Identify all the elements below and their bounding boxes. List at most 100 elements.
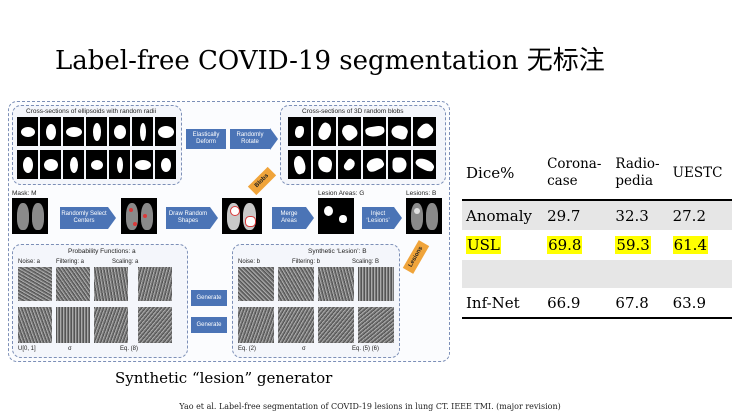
mask-lung-image <box>12 198 48 234</box>
row-name: Anomaly <box>466 206 532 225</box>
table-row: USL 69.8 59.3 61.4 <box>462 230 732 260</box>
header-cell: UESTC <box>672 164 723 181</box>
noise-thumbnail <box>56 267 90 301</box>
synthetic-label: Synthetic ‘Lesion’: B <box>308 248 367 255</box>
noise-b-label: Noise: b <box>238 259 261 265</box>
header-cell: Corona- case <box>547 156 602 189</box>
table-cell: 66.9 <box>547 293 581 312</box>
ellipse-thumbnail <box>63 117 84 146</box>
table-cell: 27.2 <box>672 206 706 225</box>
noise-thumbnail <box>138 307 172 343</box>
noise-thumbnail <box>318 267 354 301</box>
ellipse-thumbnail <box>40 117 61 146</box>
sigma-b-label: σ <box>302 346 306 352</box>
arrow-head-icon <box>306 207 314 229</box>
table-cell <box>611 260 668 288</box>
header-cell: Dice% <box>466 163 515 182</box>
noise-thumbnail <box>358 267 394 301</box>
sigma-a-label: σ <box>68 346 72 352</box>
ellipse-thumbnail <box>40 150 61 179</box>
blob-thumbnail <box>313 117 336 146</box>
table-cell: 61.4 <box>672 236 708 254</box>
blob-thumbnail <box>288 117 311 146</box>
header-cell: Radio- pedia <box>615 156 660 189</box>
table-cell: 29.7 <box>547 206 581 225</box>
table-cell: 63.9 <box>672 293 706 312</box>
table-cell: 32.3 <box>615 206 649 225</box>
row-name: Inf-Net <box>466 293 520 312</box>
draw-shapes-box: Draw Random Shapes <box>166 207 210 229</box>
noise-thumbnail <box>358 307 394 343</box>
select-centers-box: Randomly Select Centers <box>60 207 108 229</box>
noise-thumbnail <box>138 267 172 301</box>
dice-results-table: Dice% Corona- case Radio- pedia UESTC An… <box>462 147 732 319</box>
ellipse-thumbnail <box>132 117 153 146</box>
figure-caption: Synthetic “lesion” generator <box>115 369 333 387</box>
centers-lung-image <box>121 198 157 234</box>
filter-b-label: Filtering: b <box>292 259 321 265</box>
arrow-head-icon <box>108 207 116 229</box>
noise-thumbnail <box>318 307 354 343</box>
table-header-row: Dice% Corona- case Radio- pedia UESTC <box>462 147 732 200</box>
table-row: Anomaly 29.7 32.3 27.2 <box>462 200 732 230</box>
blob-thumbnail <box>338 150 361 179</box>
eq2-label: Eq. (2) <box>238 346 257 352</box>
noise-a-label: Noise: a <box>18 259 41 265</box>
arrow-head-icon <box>394 207 402 229</box>
noise-thumbnail <box>56 307 90 343</box>
ellipse-thumbnail <box>109 117 130 146</box>
row-name: USL <box>466 236 501 254</box>
ellipses-label: Cross-sections of ellipsoids with random… <box>26 108 157 115</box>
inject-lesions-box: Inject ‘Lesions’ <box>362 207 394 229</box>
noise-thumbnail <box>238 267 274 301</box>
ellipse-thumbnail <box>132 150 153 179</box>
slide-title: Label-free COVID-19 segmentation 无标注 <box>55 46 605 76</box>
ellipse-thumbnail <box>17 150 38 179</box>
shapes-lung-image <box>222 198 262 234</box>
scaling-a-label: Scaling: a <box>112 259 139 265</box>
ellipse-thumbnail <box>155 117 176 146</box>
blob-thumbnail <box>338 117 361 146</box>
blob-thumbnail <box>388 150 411 179</box>
ellipse-thumbnail <box>86 117 107 146</box>
eq56-label: Eq. (5) (6) <box>352 346 380 352</box>
mask-label: Mask: M <box>12 190 37 197</box>
noise-thumbnail <box>94 267 128 301</box>
noise-thumbnail <box>238 307 274 343</box>
table-cell: 67.8 <box>615 293 649 312</box>
scaling-b-label: Scaling: B <box>352 259 380 265</box>
lesions-lung-image <box>406 198 442 234</box>
noise-thumbnail <box>18 307 52 343</box>
noise-thumbnail <box>278 267 314 301</box>
eq8-label: Eq. (8) <box>120 346 139 352</box>
table-cell: 69.8 <box>547 236 583 254</box>
lesion-generator-figure: Cross-sections of ellipsoids with random… <box>8 101 451 363</box>
noise-thumbnail <box>94 307 128 343</box>
filter-a-label: Filtering: a <box>56 259 85 265</box>
blob-thumbnail <box>313 150 336 179</box>
blob-thumbnail <box>363 150 386 179</box>
table-row-empty <box>462 260 732 288</box>
citation-footer: Yao et al. Label-free segmentation of CO… <box>179 402 561 411</box>
table-cell <box>543 260 611 288</box>
ellipse-thumbnail <box>155 150 176 179</box>
lesion-areas-label: Lesion Areas: G <box>318 190 365 197</box>
noise-thumbnail <box>278 307 314 343</box>
row-name <box>462 260 543 288</box>
ellipse-thumbnail <box>17 117 38 146</box>
probability-label: Probability Functions: a <box>68 248 136 255</box>
table-cell: 59.3 <box>615 236 651 254</box>
merge-areas-box: Merge Areas <box>272 207 306 229</box>
ellipse-thumbnail <box>109 150 130 179</box>
noise-thumbnail <box>18 267 52 301</box>
blob-thumbnail <box>413 150 436 179</box>
arrow-head-icon <box>270 128 278 150</box>
blobs-label: Cross-sections of 3D random blobs <box>302 108 404 115</box>
ellipse-thumbnail <box>63 150 84 179</box>
arrow-head-icon <box>210 207 218 229</box>
random-rotate-box: Randomly Rotate <box>230 129 270 149</box>
blob-thumbnail <box>388 117 411 146</box>
lesion-areas-image <box>318 198 354 234</box>
elastic-deform-box: Elastically Deform <box>186 129 226 149</box>
table-cell <box>669 260 732 288</box>
